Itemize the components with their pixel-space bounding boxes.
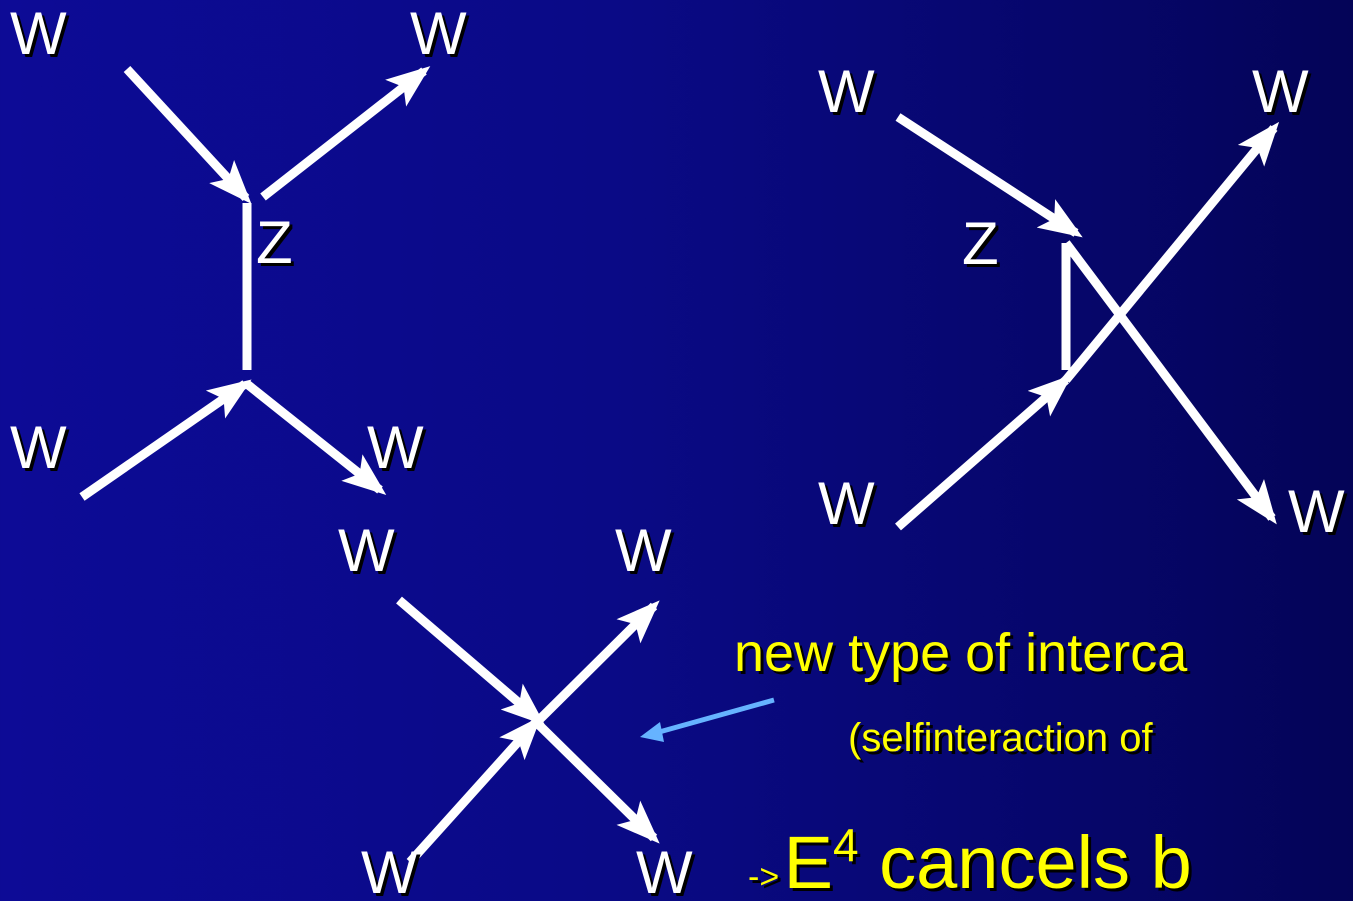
pointer-arrowhead	[640, 722, 664, 742]
d1-label-w-bottom-left: W	[10, 414, 67, 481]
d2-w-in-bottom	[895, 374, 1073, 531]
d1-label-w-top-left: W	[10, 0, 67, 67]
d3-label-w-bottom-left: W	[361, 839, 418, 901]
d1-label-w-bottom-right: W	[367, 414, 424, 481]
d3-w-in-top	[396, 596, 546, 726]
d2-label-w-top-left: W	[818, 58, 875, 125]
d3-label-w-top-right: W	[615, 517, 672, 584]
d2-w-out-bottom	[1062, 240, 1277, 525]
d1-w-out-bottom	[244, 380, 387, 495]
d1-w-in-top	[123, 65, 252, 204]
arrow-prefix: ->	[748, 858, 780, 896]
d1-label-z: Z	[256, 209, 293, 276]
energy-letter: E	[783, 821, 833, 901]
selfinteraction-note: (selfinteraction of	[848, 716, 1153, 760]
energy-cancellation-note: -> E4 cancels b	[748, 822, 1192, 900]
d2-label-w-top-right: W	[1252, 58, 1309, 125]
d3-w-out-top	[533, 600, 660, 726]
pointer-arrow	[651, 697, 775, 737]
d2-w-in-top	[895, 113, 1083, 238]
cancels-text: cancels b	[858, 821, 1192, 901]
d3-label-w-top-left: W	[338, 517, 395, 584]
d2-label-w-bottom-right: W	[1288, 478, 1345, 545]
energy-exponent: 4	[833, 819, 859, 871]
d3-w-in-bottom	[406, 716, 542, 866]
d3-w-out-bottom	[532, 718, 660, 844]
energy-symbol: E4 cancels b	[784, 821, 1192, 901]
d1-w-in-bottom	[79, 379, 252, 501]
d2-w-out-top	[1062, 121, 1280, 383]
d2-label-z: Z	[962, 210, 999, 277]
d1-label-w-top-right: W	[410, 0, 467, 67]
d2-label-w-bottom-left: W	[818, 470, 875, 537]
new-interaction-note: new type of interca	[734, 623, 1188, 683]
d1-w-out-top	[260, 66, 431, 201]
d3-label-w-bottom-right: W	[636, 839, 693, 901]
